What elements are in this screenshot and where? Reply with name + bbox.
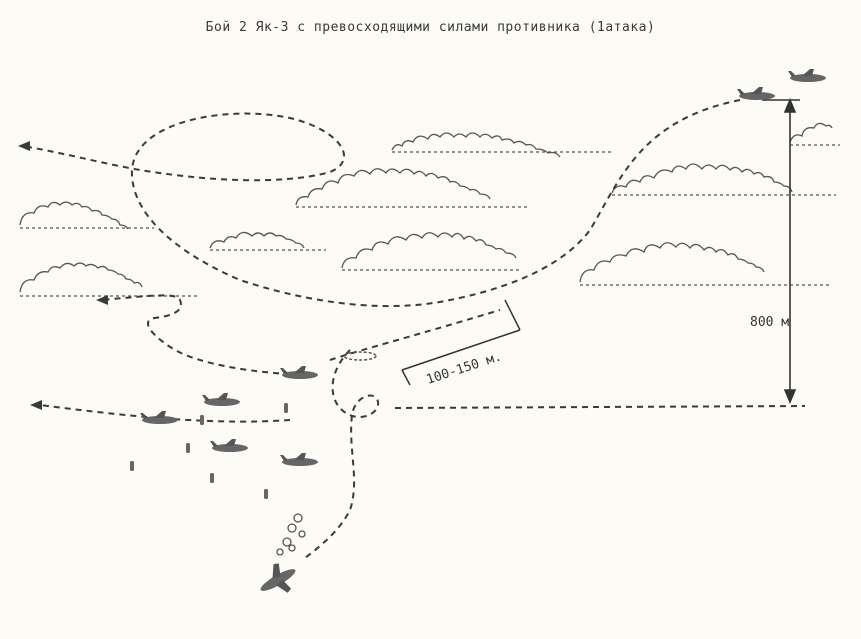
bomber-plane (202, 393, 240, 406)
lower-left-path (99, 294, 291, 375)
arrow-left-top (18, 141, 30, 151)
bomb (284, 403, 288, 413)
bomb (264, 489, 268, 499)
cloud (19, 201, 154, 230)
bomber-plane (280, 453, 318, 466)
cloud (579, 242, 832, 286)
cloud (789, 122, 840, 146)
smoke-trail (276, 513, 306, 556)
cloud (391, 132, 612, 158)
bomb (186, 443, 190, 453)
arrow-left-mid (96, 295, 108, 305)
cloud (611, 163, 836, 196)
cloud (341, 232, 520, 271)
bomber-plane (210, 439, 248, 452)
enemy-formation (140, 351, 377, 466)
flight-path (21, 99, 806, 559)
low-path (394, 405, 806, 409)
cloud (295, 168, 530, 208)
downed-plane (260, 563, 296, 593)
bomb (200, 415, 204, 425)
arrow-left-low (30, 400, 42, 410)
pullout-path (304, 349, 380, 559)
yak3-plane (788, 69, 826, 82)
arrow-heads (18, 141, 108, 410)
bomb (210, 473, 214, 483)
yak3-plane (737, 87, 775, 100)
cloud (19, 262, 200, 297)
loop-path (21, 99, 741, 308)
bomb (130, 461, 134, 471)
bomber-plane (140, 411, 178, 424)
distance-label: 100-150 м. (425, 349, 504, 387)
altitude-label: 800 м (750, 315, 789, 330)
attacking-yak (343, 351, 377, 361)
cloud (209, 231, 326, 251)
attack-path (329, 309, 501, 361)
distance-marker (401, 299, 521, 386)
clouds (19, 122, 840, 297)
diagram-title: Бой 2 Як-3 с превосходящими силами проти… (205, 20, 656, 35)
bomber-plane (280, 366, 318, 379)
altitude-marker (762, 97, 800, 405)
